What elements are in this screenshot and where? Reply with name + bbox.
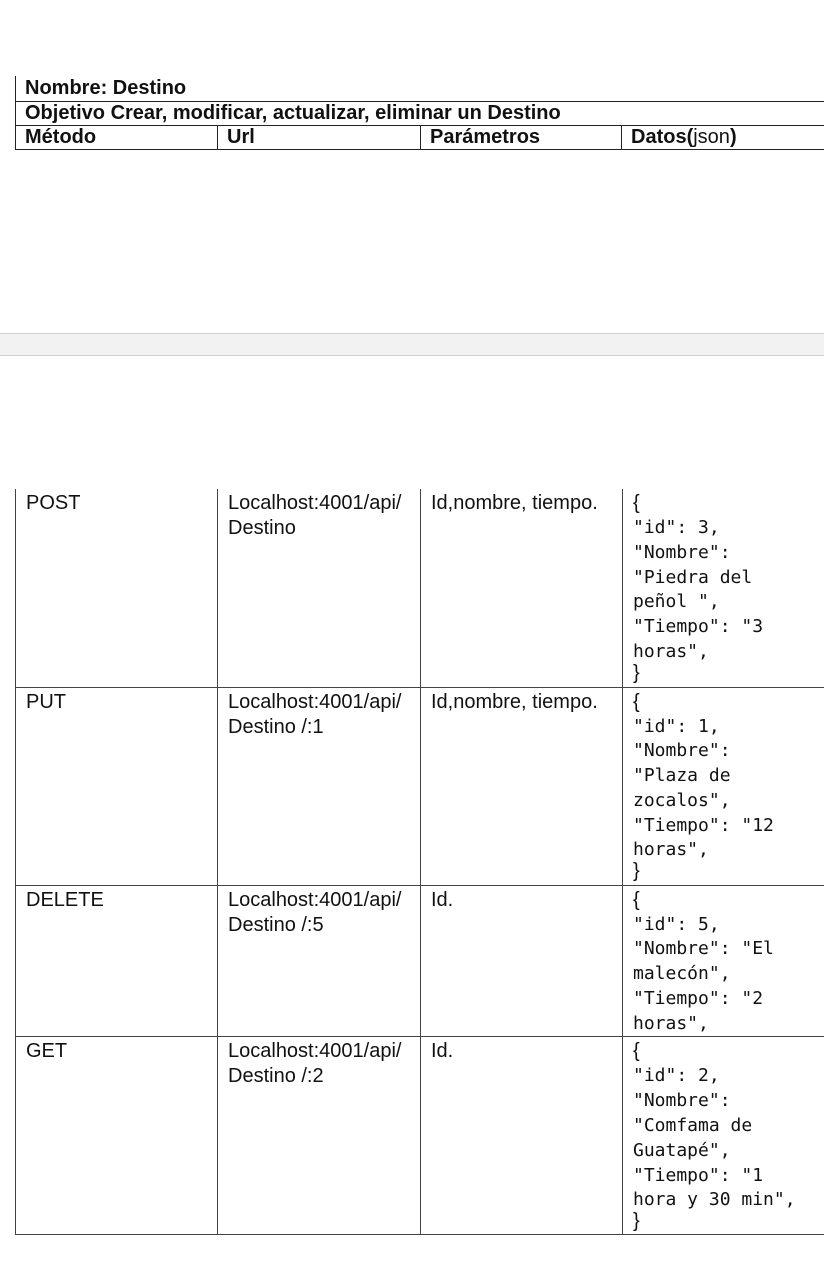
url-line: Localhost:4001/api/ [228, 690, 402, 713]
json-line: zocalos", [633, 789, 731, 811]
url-line: Localhost:4001/api/ [228, 1040, 402, 1063]
json-open-brace: { [633, 690, 640, 713]
json-line: horas", [633, 1012, 709, 1034]
params-cell: Id,nombre, tiempo. [420, 489, 623, 688]
column-header-data-json: json [693, 126, 730, 149]
json-cell: { "id": 3, "Nombre": "Piedra del peñol "… [622, 489, 824, 688]
column-header-data-prefix: Datos( [631, 126, 694, 149]
json-line: "id": 5, [633, 913, 720, 935]
params-cell: Id. [420, 884, 623, 1038]
url-line: Destino /:5 [228, 913, 324, 936]
json-cell: { "id": 5, "Nombre": "El malecón", "Tiem… [622, 884, 824, 1038]
json-line: "id": 3, [633, 517, 720, 538]
column-header-method: Método [15, 125, 218, 150]
json-close-brace: } [633, 661, 640, 684]
table-row: DELETE Localhost:4001/api/Destino /:5 Id… [15, 884, 824, 1038]
url-cell: Localhost:4001/api/Destino [217, 489, 421, 688]
method-cell: PUT [15, 686, 218, 886]
json-open-brace: { [633, 492, 640, 514]
json-line: "Tiempo": "1 [633, 1164, 764, 1186]
json-line: "Plaza de [633, 765, 731, 787]
json-line: "Nombre": [633, 541, 731, 563]
json-line: "Comfama de [633, 1115, 753, 1137]
json-line: horas", [633, 640, 709, 662]
json-cell: { "id": 2, "Nombre": "Comfama de Guatapé… [622, 1036, 824, 1236]
json-line: "Tiempo": "3 [633, 616, 764, 638]
params-cell: Id. [420, 1036, 623, 1236]
table-row: PUT Localhost:4001/api/Destino /:1 Id,no… [15, 686, 824, 886]
page-break-band [0, 333, 824, 356]
json-line: "Tiempo": "2 [633, 987, 764, 1009]
column-header-data-suffix: ) [729, 126, 737, 149]
json-line: peñol ", [633, 591, 720, 613]
url-cell: Localhost:4001/api/Destino /:5 [217, 884, 421, 1038]
json-line: "Piedra del [633, 566, 753, 588]
page-title: Nombre: Destino [15, 76, 824, 102]
column-header-url: Url [217, 125, 421, 150]
json-line: "Tiempo": "12 [633, 814, 774, 836]
objective-row: Objetivo Crear, modificar, actualizar, e… [15, 101, 824, 126]
json-line: hora y 30 min", [633, 1189, 796, 1211]
json-close-brace: } [633, 1210, 640, 1233]
json-line: "Nombre": "El [633, 938, 774, 960]
json-line: Guatapé", [633, 1139, 731, 1161]
json-open-brace: { [633, 888, 640, 911]
url-cell: Localhost:4001/api/Destino /:1 [217, 686, 421, 886]
url-line: Destino /:2 [228, 1065, 324, 1088]
table-row: GET Localhost:4001/api/Destino /:2 Id. {… [15, 1036, 824, 1236]
json-line: "Nombre": [633, 1090, 731, 1112]
title-row: Nombre: Destino [15, 76, 824, 102]
json-close-brace: } [633, 860, 640, 883]
json-line: "Nombre": [633, 740, 731, 762]
url-line: Localhost:4001/api/ [228, 888, 402, 911]
json-line: "id": 1, [633, 715, 720, 737]
url-line: Localhost:4001/api/ [228, 492, 402, 514]
json-open-brace: { [633, 1040, 640, 1063]
json-cell: { "id": 1, "Nombre": "Plaza de zocalos",… [622, 686, 824, 886]
table-row: POST Localhost:4001/api/Destino Id,nombr… [15, 489, 824, 688]
method-cell: POST [15, 489, 218, 688]
json-line: horas", [633, 839, 709, 861]
url-cell: Localhost:4001/api/Destino /:2 [217, 1036, 421, 1236]
params-cell: Id,nombre, tiempo. [420, 686, 623, 886]
method-cell: GET [15, 1036, 218, 1236]
url-line: Destino /:1 [228, 715, 324, 738]
json-line: "id": 2, [633, 1065, 720, 1087]
header-table: Nombre: Destino Objetivo Crear, modifica… [15, 76, 824, 150]
endpoints-table: POST Localhost:4001/api/Destino Id,nombr… [15, 489, 824, 1236]
url-line: Destino [228, 517, 296, 539]
column-header-data: Datos(json) [621, 125, 824, 150]
column-headers-row: Método Url Parámetros Datos(json) [15, 125, 824, 150]
objective-text: Objetivo Crear, modificar, actualizar, e… [15, 101, 824, 126]
json-line: malecón", [633, 963, 731, 985]
method-cell: DELETE [15, 884, 218, 1038]
column-header-params: Parámetros [420, 125, 622, 150]
